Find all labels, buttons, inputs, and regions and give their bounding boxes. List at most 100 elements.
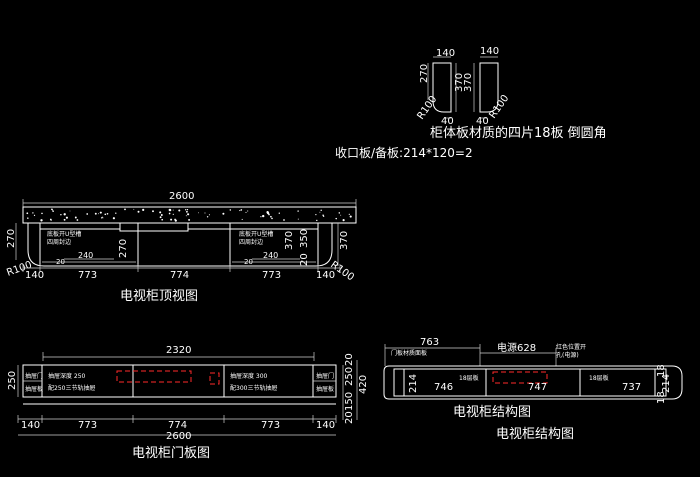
countertop-speckle bbox=[241, 218, 243, 220]
countertop-speckle bbox=[86, 213, 89, 215]
structure-view-mid-label2: 18层板 bbox=[589, 374, 609, 382]
profile-right-bottom-label: 40 bbox=[476, 116, 489, 127]
countertop-speckle bbox=[315, 214, 317, 216]
countertop-speckle bbox=[27, 217, 29, 219]
countertop-speckle bbox=[268, 213, 270, 216]
countertop-speckle bbox=[170, 218, 173, 221]
structure-view-red-cutout bbox=[492, 371, 548, 384]
top-view-seg-3: 773 bbox=[262, 270, 281, 281]
profile-left: 140 270 370 40 R100 bbox=[415, 48, 465, 127]
countertop-speckles bbox=[26, 208, 352, 222]
countertop-speckle bbox=[33, 214, 36, 217]
countertop-speckle bbox=[335, 217, 337, 220]
top-view-inner-350: 350 bbox=[299, 229, 310, 248]
profile-left-right-label: 370 bbox=[454, 73, 465, 92]
door-view-seg-0: 140 bbox=[21, 420, 40, 431]
countertop-speckle bbox=[99, 211, 102, 214]
countertop-speckle bbox=[338, 212, 341, 214]
countertop-speckle bbox=[172, 213, 174, 215]
structure-view-left-note: 门板材质面板 bbox=[391, 349, 427, 357]
door-view-right-dim-2: 420 bbox=[358, 375, 369, 394]
door-view-note-right1: 抽屉深度 300 bbox=[230, 372, 268, 380]
countertop-speckle bbox=[101, 216, 103, 218]
structure-view: 763 电源628 门板材质面板 红色位置开 孔(电源) 18层板 18层板 7… bbox=[383, 337, 683, 442]
countertop-speckle bbox=[186, 210, 188, 213]
countertop-speckle bbox=[229, 209, 232, 211]
top-view-overall-label: 2600 bbox=[169, 191, 194, 202]
countertop-speckle bbox=[104, 213, 107, 216]
countertop-speckle bbox=[133, 208, 135, 210]
structure-view-power-dim: 电源628 bbox=[497, 341, 536, 354]
countertop-speckle bbox=[124, 208, 126, 211]
countertop-speckle bbox=[97, 213, 99, 215]
profile-right-radius-label: R100 bbox=[487, 93, 511, 121]
countertop-speckle bbox=[187, 213, 190, 216]
door-view-top-dim: 2320 bbox=[166, 345, 191, 356]
countertop-speckle bbox=[342, 219, 345, 222]
structure-view-bay-1: 747 bbox=[528, 382, 547, 393]
structure-view-bay-0: 746 bbox=[434, 382, 453, 393]
profile-caption: 柜体板材质的四片18板 倒圆角 bbox=[430, 125, 607, 141]
countertop-speckle bbox=[208, 214, 210, 216]
countertop-speckle bbox=[320, 209, 322, 212]
top-view-countertop bbox=[22, 206, 357, 224]
structure-view-inner bbox=[393, 368, 667, 397]
top-view-slot-left-small: 20 bbox=[56, 258, 65, 266]
top-view-seg-4: 140 bbox=[316, 270, 335, 281]
door-view-outline bbox=[22, 364, 337, 398]
door-view-note-right2: 配300三节轨抽屉 bbox=[230, 384, 277, 392]
countertop-speckle bbox=[270, 215, 272, 218]
countertop-speckle bbox=[350, 216, 352, 218]
countertop-speckle bbox=[32, 212, 34, 214]
top-view-seg-1: 773 bbox=[78, 270, 97, 281]
door-view-overall: 2600 bbox=[166, 431, 191, 442]
top-view-seg-0: 140 bbox=[25, 270, 44, 281]
top-view-left-height: 270 bbox=[6, 229, 17, 248]
countertop-speckle bbox=[106, 212, 109, 215]
structure-view-bay-2: 737 bbox=[622, 382, 641, 393]
profile-left-bottom-label: 40 bbox=[441, 116, 454, 127]
countertop-speckle bbox=[297, 218, 299, 220]
top-view-slot-right: 240 bbox=[263, 251, 278, 260]
countertop-speckle bbox=[239, 210, 241, 212]
countertop-speckle bbox=[188, 218, 191, 221]
door-view-seg-3: 773 bbox=[261, 420, 280, 431]
profile-left-outline bbox=[432, 62, 452, 113]
countertop-speckle bbox=[348, 213, 350, 215]
countertop-speckle bbox=[137, 210, 140, 213]
door-view-red-cutout bbox=[116, 370, 192, 383]
structure-view-right-h1: 18 bbox=[656, 364, 667, 377]
profile-left-left-label: 270 bbox=[419, 64, 430, 83]
countertop-speckle bbox=[204, 212, 206, 214]
profile-right-top-label: 140 bbox=[480, 46, 499, 57]
profile-right-right-label: 370 bbox=[463, 73, 474, 92]
door-view: 2320 抽屉门 抽屉板 抽屉门 抽屉板 抽屉深度 250 配250三节轨抽屉 … bbox=[7, 345, 369, 461]
countertop-speckle bbox=[185, 209, 187, 211]
door-view-title: 电视柜门板图 bbox=[132, 446, 210, 461]
countertop-speckle bbox=[76, 219, 79, 221]
countertop-speckle bbox=[63, 213, 66, 216]
countertop-speckle bbox=[319, 211, 321, 213]
countertop-speckle bbox=[65, 216, 68, 219]
door-view-left-label2: 抽屉板 bbox=[25, 385, 43, 393]
profile-right: 140 370 40 R100 bbox=[463, 46, 511, 127]
countertop-speckle bbox=[50, 219, 52, 221]
top-view-right-note2: 四周封边 bbox=[239, 238, 263, 246]
countertop-speckle bbox=[174, 219, 177, 222]
countertop-speckle bbox=[142, 208, 145, 211]
closing-board-note: 收口板/备板:214*120=2 bbox=[335, 146, 473, 160]
top-view-slot-right-small: 20 bbox=[244, 258, 253, 266]
countertop-speckle bbox=[74, 216, 77, 219]
door-view-left-height: 250 bbox=[7, 371, 18, 390]
structure-view-mid-label1: 18层板 bbox=[459, 374, 479, 382]
countertop-speckle bbox=[283, 219, 285, 221]
top-view: 2600 底板开U型槽 四周封边 底板开U型槽 四周封边 240 20 240 … bbox=[5, 191, 357, 304]
countertop-speckle bbox=[60, 213, 62, 216]
countertop-speckle bbox=[115, 212, 117, 214]
countertop-speckle bbox=[168, 212, 171, 215]
countertop-speckle bbox=[322, 215, 325, 217]
top-view-right-height: 370 bbox=[339, 231, 350, 250]
countertop-speckle bbox=[260, 216, 262, 218]
structure-view-title: 电视柜结构图 bbox=[453, 405, 531, 420]
